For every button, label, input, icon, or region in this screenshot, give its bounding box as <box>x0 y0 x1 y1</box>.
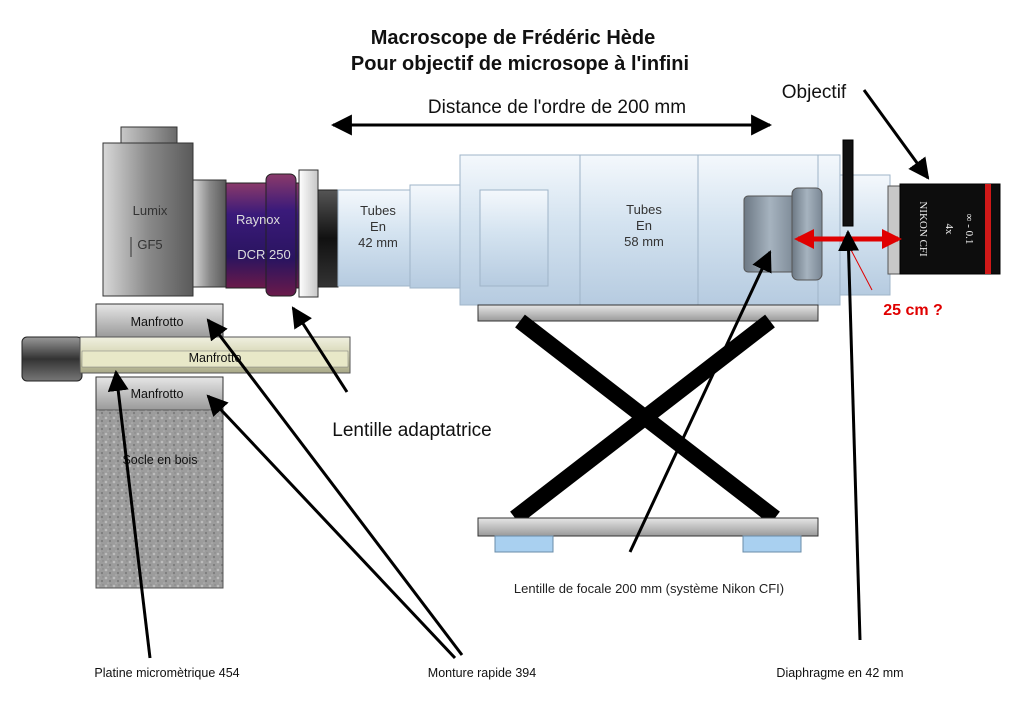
monture-label: Monture rapide 394 <box>428 666 536 680</box>
tubes42-line2: En <box>370 219 386 234</box>
tubes58-line2: En <box>636 218 652 233</box>
diaphragme-label: Diaphragme en 42 mm <box>776 666 903 680</box>
wooden-base: Socle en bois <box>95 409 224 589</box>
raynox-dcr250: Raynox DCR 250 <box>225 173 303 297</box>
scissor-lab-jack <box>477 304 819 553</box>
manfrotto-top-label: Manfrotto <box>131 315 184 329</box>
camera-lumix-gf5: Lumix GF5 <box>102 126 227 297</box>
tubes58-line3: 58 mm <box>624 234 664 249</box>
objective-brand: NIKON CFI <box>917 201 929 257</box>
nikon-cfi-objective: NIKON CFI 4x ∞ - 0.1 <box>899 183 1001 275</box>
camera-label-line2: GF5 <box>137 237 162 252</box>
diaphragm-arrow <box>838 229 862 641</box>
objective-spec: ∞ - 0.1 <box>963 214 975 245</box>
raynox-label-line2: DCR 250 <box>237 247 290 262</box>
objectif-label: Objectif <box>782 82 847 103</box>
raynox-label-line1: Raynox <box>236 212 281 227</box>
monture-arrow-bottom <box>206 394 457 660</box>
socle-label: Socle en bois <box>122 453 197 467</box>
annotation-25cm: 25 cm ? <box>883 302 943 319</box>
extension-tubes-42mm: Tubes En 42 mm <box>337 184 461 289</box>
adapter-lens <box>298 169 339 298</box>
tubes42-line3: 42 mm <box>358 235 398 250</box>
platine-label: Platine micromètrique 454 <box>94 666 239 680</box>
objectif-arrow <box>862 89 930 180</box>
camera-label-line1: Lumix <box>133 203 168 218</box>
focal-lens-label: Lentille de focale 200 mm (système Nikon… <box>514 581 784 596</box>
platine-arrow <box>107 369 152 659</box>
tubes58-line1: Tubes <box>626 202 662 217</box>
adapter-label: Lentille adaptatrice <box>332 420 492 441</box>
manfrotto-bottom-label: Manfrotto <box>131 387 184 401</box>
objective-mag: 4x <box>943 224 955 236</box>
manfrotto-rail-label: Manfrotto <box>189 351 242 365</box>
red-leader-line <box>849 247 873 291</box>
adapter-arrow <box>291 306 349 393</box>
distance-label: Distance de l'ordre de 200 mm <box>428 97 686 118</box>
tubes42-line1: Tubes <box>360 203 396 218</box>
title-line-2: Pour objectif de microsope à l'infini <box>351 53 689 75</box>
focal-lens-200mm <box>743 187 823 281</box>
monture-arrow-top <box>206 318 464 656</box>
focal-lens-arrow <box>628 250 772 553</box>
title-line-1: Macroscope de Frédéric Hède <box>371 27 656 49</box>
